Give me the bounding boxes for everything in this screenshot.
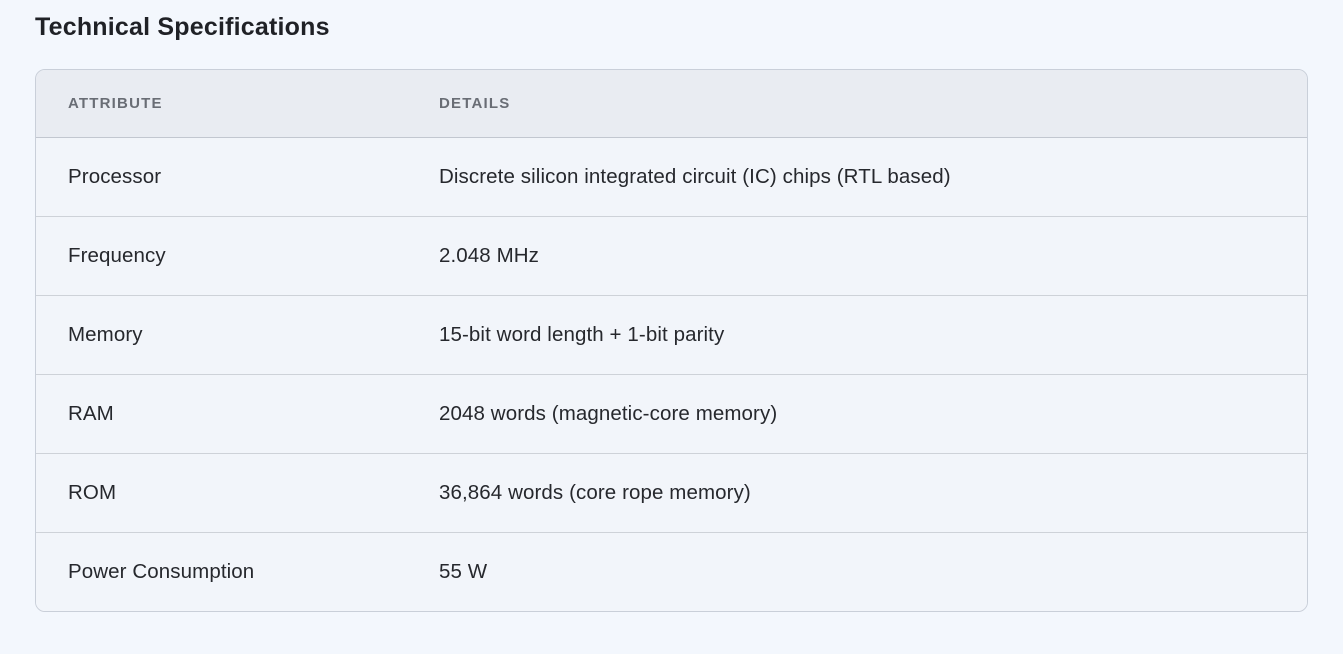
column-header-attribute: ATTRIBUTE xyxy=(36,70,407,138)
details-cell: 2048 words (magnetic-core memory) xyxy=(407,373,1307,453)
section-title: Technical Specifications xyxy=(35,13,330,41)
details-cell: 15-bit word length + 1-bit parity xyxy=(407,294,1307,374)
details-cell: 36,864 words (core rope memory) xyxy=(407,452,1307,532)
attribute-cell: RAM xyxy=(36,373,407,453)
spec-table-header: ATTRIBUTE DETAILS xyxy=(36,70,1307,138)
details-cell: 2.048 MHz xyxy=(407,215,1307,295)
spec-table: ATTRIBUTE DETAILS Processor Discrete sil… xyxy=(36,70,1307,611)
spec-table-container: ATTRIBUTE DETAILS Processor Discrete sil… xyxy=(35,69,1308,612)
details-cell: 55 W xyxy=(407,531,1307,611)
details-cell: Discrete silicon integrated circuit (IC)… xyxy=(407,137,1307,216)
attribute-cell: Power Consumption xyxy=(36,531,407,611)
table-row: Processor Discrete silicon integrated ci… xyxy=(36,137,1307,216)
attribute-cell: Memory xyxy=(36,294,407,374)
header-row: ATTRIBUTE DETAILS xyxy=(36,70,1307,138)
attribute-cell: Processor xyxy=(36,137,407,216)
table-row: Power Consumption 55 W xyxy=(36,531,1307,611)
table-row: RAM 2048 words (magnetic-core memory) xyxy=(36,373,1307,453)
page: Technical Specifications ATTRIBUTE DETAI… xyxy=(35,13,1308,612)
attribute-cell: ROM xyxy=(36,452,407,532)
column-header-details: DETAILS xyxy=(407,70,1307,138)
spec-table-body: Processor Discrete silicon integrated ci… xyxy=(36,137,1307,611)
table-row: ROM 36,864 words (core rope memory) xyxy=(36,452,1307,532)
table-row: Frequency 2.048 MHz xyxy=(36,215,1307,295)
attribute-cell: Frequency xyxy=(36,215,407,295)
table-row: Memory 15-bit word length + 1-bit parity xyxy=(36,294,1307,374)
